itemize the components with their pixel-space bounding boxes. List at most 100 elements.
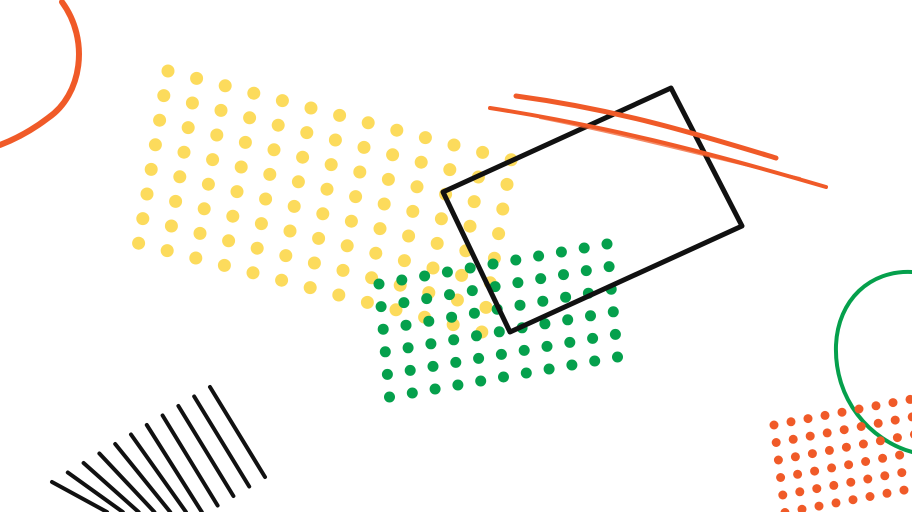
- dot: [589, 355, 601, 367]
- orange-circle-top-left: [0, 0, 82, 148]
- orange-double-strokes: [488, 93, 828, 189]
- dot: [332, 288, 346, 302]
- hatch-line: [65, 470, 125, 512]
- dot: [193, 226, 207, 240]
- dot: [487, 258, 499, 270]
- hatch-line: [97, 451, 157, 512]
- dot: [841, 442, 851, 452]
- dot: [467, 195, 481, 209]
- dot: [875, 436, 885, 446]
- dot: [446, 311, 458, 323]
- hatch-line: [113, 442, 173, 512]
- dot: [312, 231, 326, 245]
- dot: [160, 244, 174, 258]
- dot: [217, 258, 231, 272]
- dot: [895, 450, 905, 460]
- dot: [287, 199, 301, 213]
- dot: [771, 438, 781, 447]
- dot: [396, 274, 408, 286]
- dot: [837, 407, 847, 417]
- dot: [820, 410, 830, 420]
- dot: [324, 158, 338, 172]
- dot: [173, 170, 187, 184]
- dot: [512, 277, 524, 289]
- hatch-line: [81, 461, 141, 512]
- dot: [441, 266, 453, 278]
- dot: [406, 387, 418, 399]
- dot: [429, 383, 441, 395]
- dot: [464, 262, 476, 274]
- dot: [500, 177, 514, 191]
- hatch-line: [208, 385, 267, 479]
- dot: [210, 128, 224, 142]
- dot: [340, 239, 354, 253]
- dot: [846, 477, 856, 487]
- dot: [303, 281, 317, 295]
- dot: [776, 473, 786, 482]
- dot: [373, 222, 387, 236]
- dot: [381, 368, 393, 380]
- dot: [185, 96, 199, 110]
- dot: [492, 227, 506, 241]
- dot: [810, 466, 820, 476]
- dot: [243, 111, 257, 125]
- dot: [218, 79, 232, 93]
- dot: [419, 270, 431, 282]
- dot: [601, 238, 613, 250]
- dot: [564, 336, 576, 348]
- dot: [795, 487, 805, 497]
- dot: [854, 404, 864, 414]
- dot: [587, 332, 599, 344]
- dot: [493, 326, 505, 338]
- dot: [197, 202, 211, 216]
- dot: [468, 307, 480, 319]
- dot: [132, 236, 146, 250]
- dot: [320, 182, 334, 196]
- dot: [890, 415, 900, 425]
- dot: [234, 160, 248, 174]
- dot: [865, 492, 875, 501]
- dot: [238, 135, 252, 149]
- dot: [381, 172, 395, 186]
- dot: [839, 425, 849, 435]
- dot: [246, 266, 260, 280]
- dot: [271, 118, 285, 132]
- dot: [495, 348, 507, 360]
- dot: [471, 330, 482, 342]
- dot: [607, 306, 619, 318]
- dot: [189, 251, 203, 265]
- dot: [444, 289, 455, 301]
- dot: [161, 64, 175, 78]
- dot: [304, 101, 318, 115]
- dot: [157, 89, 171, 103]
- dot: [291, 175, 305, 189]
- dot: [535, 273, 547, 285]
- dot: [250, 241, 264, 255]
- dot: [899, 485, 909, 495]
- dot: [848, 495, 858, 505]
- dot: [450, 356, 462, 368]
- dot: [560, 291, 572, 303]
- dot: [427, 360, 439, 372]
- green-circle-right: [833, 269, 912, 454]
- hatch-line: [160, 413, 220, 508]
- dot: [888, 398, 898, 408]
- dot: [831, 498, 841, 508]
- dot: [169, 194, 183, 208]
- dot: [793, 469, 803, 479]
- dot: [375, 301, 387, 313]
- dot: [822, 428, 832, 438]
- dot: [400, 319, 412, 331]
- dot: [807, 449, 817, 459]
- dot: [148, 138, 162, 152]
- dot: [410, 180, 424, 194]
- dot: [863, 474, 873, 484]
- dot: [397, 254, 411, 268]
- dot: [377, 197, 391, 211]
- dot: [773, 455, 783, 465]
- dot: [558, 269, 569, 281]
- dot: [275, 273, 289, 287]
- dot: [406, 204, 420, 218]
- orange-dot-grid-bottom-right: [769, 394, 912, 512]
- hatch-line: [176, 404, 236, 498]
